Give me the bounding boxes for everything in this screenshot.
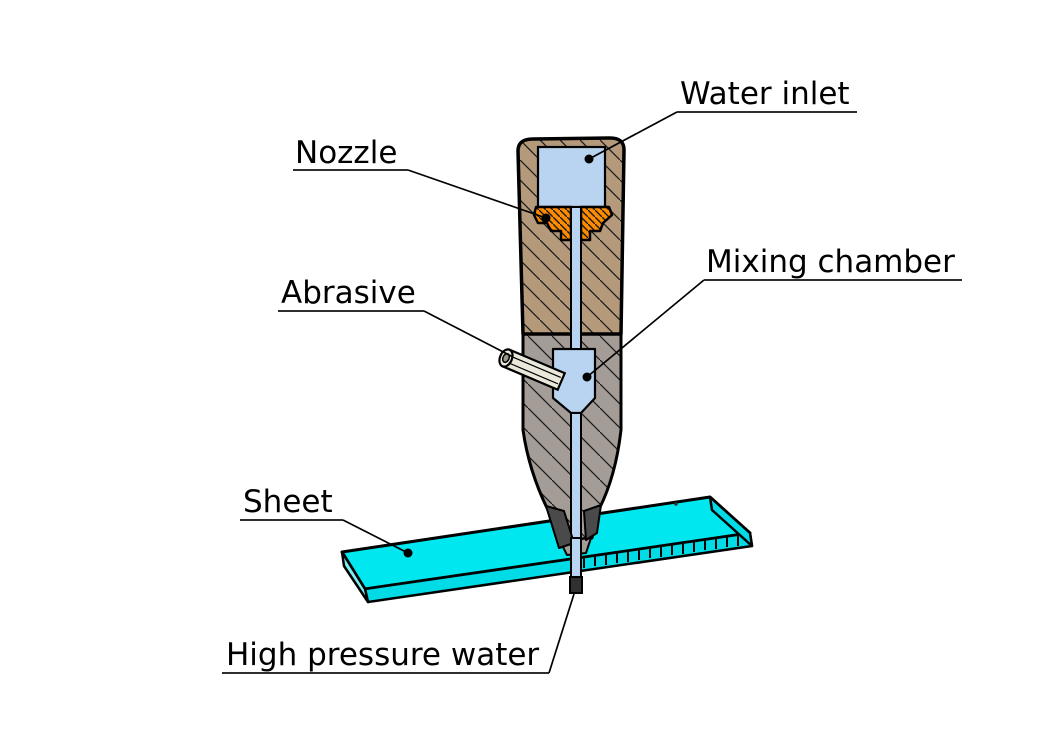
leader-dot-sheet bbox=[403, 548, 413, 558]
label-abrasive: Abrasive bbox=[281, 275, 416, 311]
sheet-surface-mark bbox=[674, 502, 678, 506]
nozzle-body-upper bbox=[516, 136, 626, 350]
label-water-inlet: Water inlet bbox=[680, 76, 850, 112]
water-channel-lower bbox=[570, 412, 582, 542]
abrasive-tube bbox=[498, 348, 567, 392]
leader-line-mixing-chamber bbox=[586, 279, 705, 378]
leader-line-water-inlet bbox=[588, 111, 678, 160]
leader-dot-mixing-chamber bbox=[582, 372, 592, 382]
leader-dots bbox=[403, 154, 594, 558]
label-sheet: Sheet bbox=[243, 484, 333, 520]
label-nozzle: Nozzle bbox=[295, 135, 397, 171]
tip-collet-right bbox=[583, 504, 602, 541]
abrasive-tube-lines bbox=[507, 355, 561, 385]
cut-kerf-segments bbox=[583, 536, 739, 568]
label-high-pressure-water: High pressure water bbox=[226, 637, 539, 673]
label-underlines bbox=[222, 111, 962, 674]
leader-line-high-pressure-water bbox=[548, 593, 575, 674]
label-mixing-chamber: Mixing chamber bbox=[706, 244, 955, 280]
sheet-right-face bbox=[708, 495, 754, 548]
leader-line-abrasive bbox=[423, 310, 514, 358]
water-channel-upper bbox=[570, 206, 582, 350]
water-jet bbox=[569, 537, 583, 594]
leader-line-nozzle bbox=[407, 169, 547, 219]
leader-dot-nozzle bbox=[541, 213, 551, 223]
leader-lines bbox=[342, 111, 705, 674]
sheet-workpiece bbox=[340, 495, 754, 604]
nozzle-tip bbox=[545, 504, 602, 556]
sheet-left-face bbox=[340, 550, 370, 604]
nozzle-insert-right bbox=[579, 205, 614, 242]
leader-dot-water-inlet bbox=[584, 154, 594, 164]
leader-line-sheet bbox=[342, 519, 409, 554]
water-jet-exit bbox=[569, 576, 583, 594]
